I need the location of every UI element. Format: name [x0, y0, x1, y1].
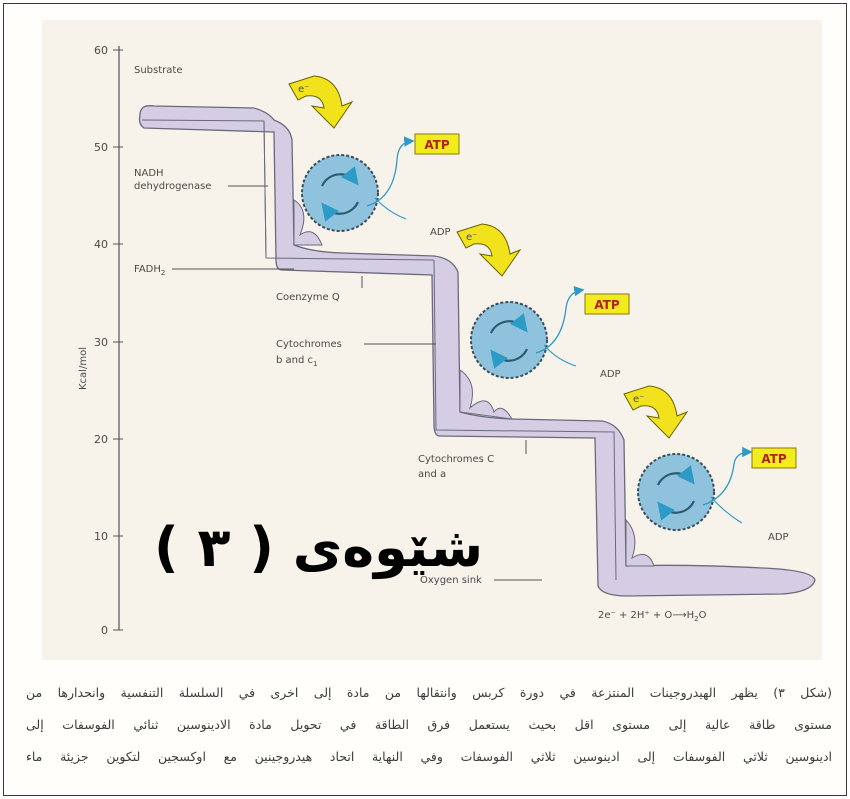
cytochromes-b-line1: Cytochromes [276, 339, 342, 350]
svg-text:ATP: ATP [594, 298, 620, 312]
adp-label-2: ADP [600, 369, 621, 380]
oxygen-sink-label: Oxygen sink [420, 575, 482, 586]
y-tick-label: 20 [94, 433, 108, 446]
y-tick-label: 50 [94, 141, 108, 154]
staircase-inner-lines [141, 119, 617, 581]
y-tick-label: 60 [94, 44, 108, 57]
nadh-label-line2: dehydrogenase [134, 181, 211, 192]
atp-box-3: ATP [751, 447, 797, 469]
y-axis-label: Kcal/mol [78, 347, 89, 390]
svg-text:e⁻: e⁻ [466, 232, 477, 243]
cytochromes-c-line1: Cytochromes C [418, 454, 494, 465]
y-tick-label: 0 [101, 624, 108, 637]
electron-arrow-2: e⁻ [456, 223, 522, 277]
y-axis-ticks [113, 49, 123, 631]
atp-synthase-3 [637, 446, 753, 531]
figure-caption: (شكل ٣) يظهر الهيدروجينات المنتزعة في دو… [26, 677, 832, 773]
fadh2-label: FADH2 [134, 264, 165, 277]
adp-label-3: ADP [768, 532, 789, 543]
y-tick-label: 30 [94, 336, 108, 349]
electron-arrow-1: e⁻ [288, 75, 354, 129]
y-tick-label: 40 [94, 238, 108, 251]
adp-label-1: ADP [430, 227, 451, 238]
atp-box-1: ATP [414, 133, 460, 155]
caption-line: (شكل ٣) يظهر الهيدروجينات المنتزعة في دو… [26, 685, 832, 700]
svg-text:ATP: ATP [424, 138, 450, 152]
substrate-label: Substrate [134, 65, 182, 76]
atp-synthase-2 [470, 285, 585, 379]
diagram-canvas: 60 50 40 30 20 10 0 Kcal/mol [78, 44, 816, 637]
atp-synthase-1 [301, 136, 415, 232]
svg-text:ATP: ATP [761, 452, 787, 466]
caption-line: ادينوسين ثلاثي الفوسفات إلى ادينوسين ثلا… [26, 749, 832, 764]
y-tick-label: 10 [94, 530, 108, 543]
electron-arrow-3: e⁻ [623, 385, 689, 439]
atp-box-2: ATP [584, 293, 630, 315]
svg-text:e⁻: e⁻ [633, 394, 644, 405]
coenzyme-q-label: Coenzyme Q [276, 292, 340, 303]
page-frame: 60 50 40 30 20 10 0 Kcal/mol [3, 3, 847, 796]
nadh-label-line1: NADH [134, 168, 164, 179]
cytochromes-b-line2: b and c1 [276, 355, 318, 368]
caption-line: مستوى طاقة عالية إلى مستوى اقل بحيث يستع… [26, 717, 832, 732]
figure-number-overlay: شێوەی ( ٣ ) [154, 516, 484, 579]
water-equation: 2e⁻ + 2H⁺ + O⟶H2O [598, 610, 707, 623]
staircase-wisps [293, 199, 655, 567]
svg-text:e⁻: e⁻ [298, 84, 309, 95]
cytochromes-c-line2: and a [418, 469, 446, 480]
electron-transport-diagram: 60 50 40 30 20 10 0 Kcal/mol [42, 20, 822, 660]
